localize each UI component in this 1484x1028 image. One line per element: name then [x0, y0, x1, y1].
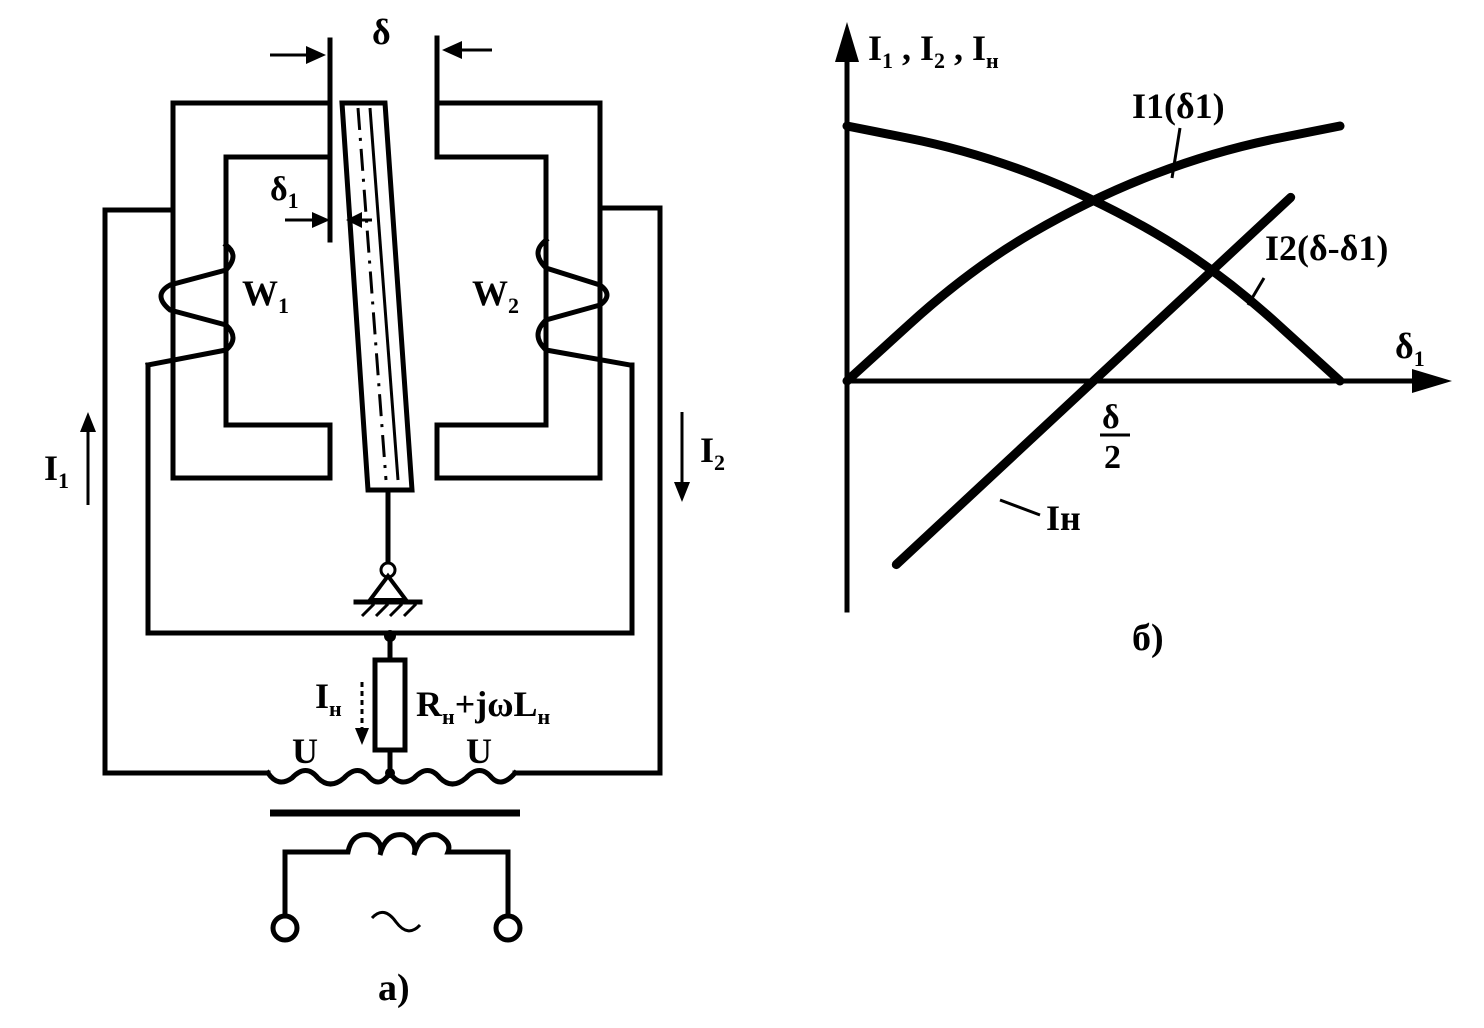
- winding-w1: [145, 241, 236, 368]
- gap-arrow-right-icon: [442, 41, 492, 59]
- circuit-caption: а): [378, 967, 410, 1009]
- voltage-right-label: U: [466, 731, 492, 771]
- iload-leader: [999, 498, 1041, 517]
- load-impedance-label: Rн+jωLн: [416, 684, 551, 729]
- y-axis-arrow-icon: [835, 22, 859, 62]
- tick-label-numerator: δ: [1102, 399, 1120, 436]
- gap-total-label: δ: [372, 12, 391, 52]
- winding1-label: W1: [242, 273, 289, 318]
- left-core: [170, 100, 333, 481]
- i1-leader: [1170, 127, 1182, 179]
- plot-caption: б): [1132, 617, 1164, 659]
- series-i1-line: [842, 121, 1345, 386]
- winding-w2: [535, 236, 633, 368]
- load-current-arrow-icon: [355, 682, 369, 745]
- series-i1-label: I1(δ1): [1132, 86, 1225, 126]
- winding2-label: W2: [472, 273, 519, 318]
- x-axis-label: δ1: [1395, 326, 1425, 371]
- gap-arrow-left-icon: [270, 46, 326, 64]
- series-i2-label: I2(δ-δ1): [1265, 228, 1388, 268]
- load-current-label: Iн: [315, 676, 342, 721]
- terminal-left-icon: [270, 913, 300, 943]
- gap1-arrow-icon: [285, 212, 372, 228]
- gap-part-label: δ1: [270, 171, 299, 213]
- series-iload-label: Iн: [1046, 498, 1081, 538]
- current1-arrow-icon: [80, 412, 96, 505]
- transformer-secondary: [264, 768, 519, 787]
- y-axis-label: I1 , I2 , Iн: [868, 28, 999, 76]
- current2-label: I2: [700, 430, 725, 475]
- circuit-diagram: δ δ1 W1 W2 I1 I2 Iн Rн+jωLн U U а): [44, 12, 725, 1009]
- current2-arrow-icon: [674, 412, 690, 502]
- load-impedance: [372, 657, 408, 753]
- outer-circuit-wire-right: [512, 205, 663, 776]
- right-core: [434, 100, 603, 481]
- x-axis-arrow-icon: [1412, 369, 1452, 393]
- transformer-primary: [282, 832, 511, 923]
- ac-source-icon: [370, 910, 422, 933]
- voltage-left-label: U: [292, 731, 318, 771]
- characteristic-plot: I1 , I2 , Iн I1(δ1) I2(δ-δ1) Iн δ1 δ 2 б…: [835, 22, 1452, 659]
- i2-leader: [1246, 277, 1266, 306]
- tick-label-denominator: 2: [1104, 439, 1121, 476]
- outer-circuit-wire-left: [102, 207, 271, 776]
- series-iload-line: [891, 192, 1296, 570]
- current1-label: I1: [44, 448, 69, 493]
- armature: [339, 100, 423, 618]
- terminal-right-icon: [493, 913, 523, 943]
